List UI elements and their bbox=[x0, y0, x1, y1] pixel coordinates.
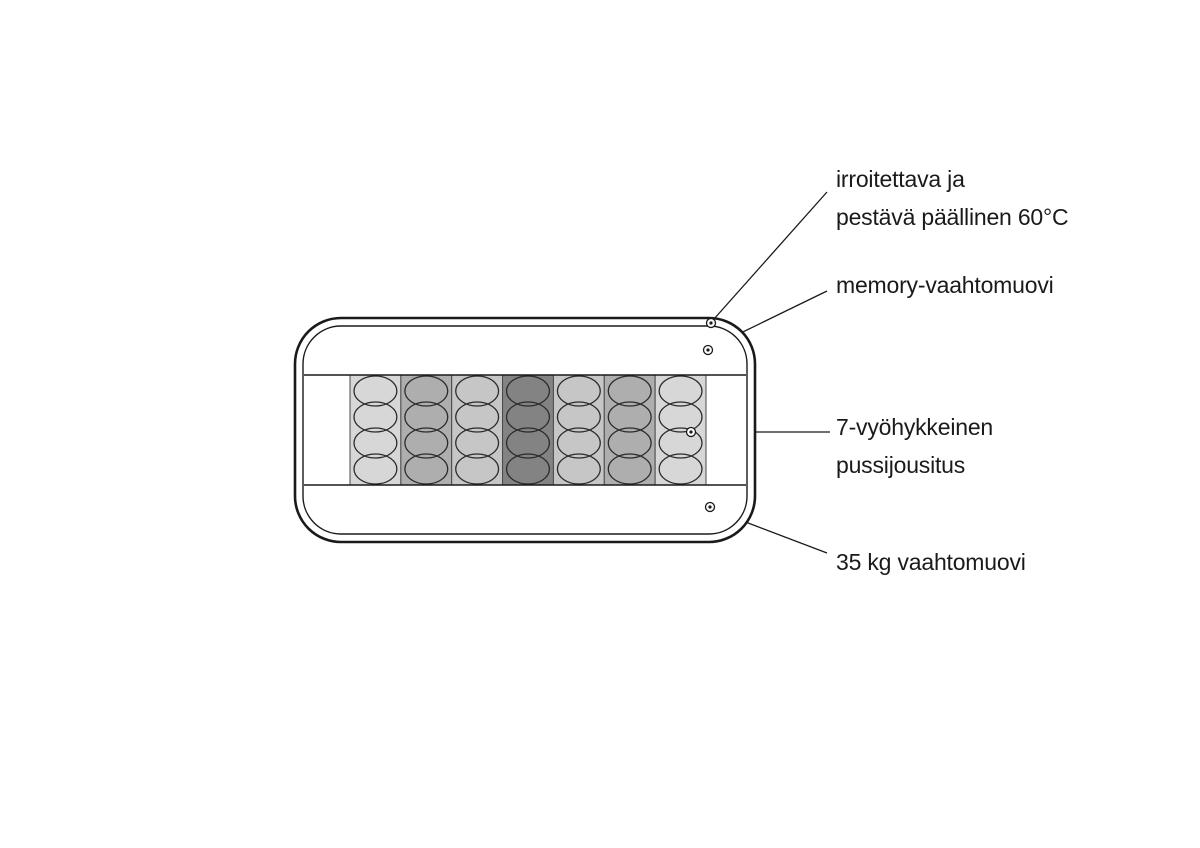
spring-coil-turn bbox=[505, 427, 551, 459]
spring-coil-turn bbox=[607, 401, 652, 433]
spring-coil-turn bbox=[455, 401, 500, 433]
spring-zone bbox=[400, 374, 453, 486]
spring-zone bbox=[451, 374, 504, 486]
label-cover: irroitettava ja pestävä päällinen 60°C bbox=[836, 160, 1069, 236]
label-memory: memory-vaahtomuovi bbox=[836, 272, 1054, 298]
callout-line-cover bbox=[713, 191, 828, 320]
spring-coil-turn bbox=[353, 453, 398, 485]
spring-zone bbox=[654, 374, 707, 486]
label-cover-line1: irroitettava ja bbox=[836, 166, 965, 192]
spring-coil-turn bbox=[607, 453, 652, 485]
spring-zone bbox=[603, 374, 656, 486]
spring-coil-turn bbox=[607, 375, 652, 407]
marker-foam bbox=[704, 501, 716, 513]
label-springs-line2: pussijousitus bbox=[836, 452, 966, 478]
spring-coil-turn bbox=[556, 375, 601, 407]
spring-coil-turn bbox=[455, 427, 500, 459]
spring-coil-turn bbox=[607, 427, 652, 459]
spring-coil-turn bbox=[404, 401, 449, 433]
spring-coil-turn bbox=[505, 375, 551, 407]
spring-coil-turn bbox=[556, 427, 601, 459]
marker-springs bbox=[685, 426, 697, 438]
spring-coil-turn bbox=[353, 375, 398, 407]
spring-coil-turn bbox=[404, 453, 449, 485]
label-foam: 35 kg vaahtomuovi bbox=[836, 549, 1026, 575]
spring-coil-turn bbox=[556, 453, 601, 485]
spring-zones bbox=[349, 374, 707, 486]
spring-coil-turn bbox=[556, 401, 601, 433]
spring-coil-turn bbox=[658, 401, 703, 433]
label-springs: 7-vyöhykkeinen pussijousitus bbox=[836, 408, 993, 484]
label-cover-line2: pestävä päällinen 60°C bbox=[836, 204, 1069, 230]
spring-coil-turn bbox=[505, 453, 551, 485]
spring-coil-turn bbox=[658, 453, 703, 485]
spring-zone bbox=[349, 374, 402, 486]
spring-coil-turn bbox=[455, 453, 500, 485]
spring-coil-turn bbox=[505, 401, 551, 433]
marker-cover bbox=[705, 317, 717, 329]
spring-coil-turn bbox=[658, 375, 703, 407]
spring-coil-turn bbox=[455, 375, 500, 407]
spring-coil-turn bbox=[404, 375, 449, 407]
spring-coil-turn bbox=[353, 401, 398, 433]
spring-zone bbox=[502, 374, 554, 486]
spring-coil-turn bbox=[404, 427, 449, 459]
spring-zone bbox=[552, 374, 605, 486]
label-springs-line1: 7-vyöhykkeinen bbox=[836, 414, 994, 440]
spring-coil-turn bbox=[353, 427, 398, 459]
spring-coil-turn bbox=[658, 427, 703, 459]
marker-memory bbox=[702, 344, 714, 356]
